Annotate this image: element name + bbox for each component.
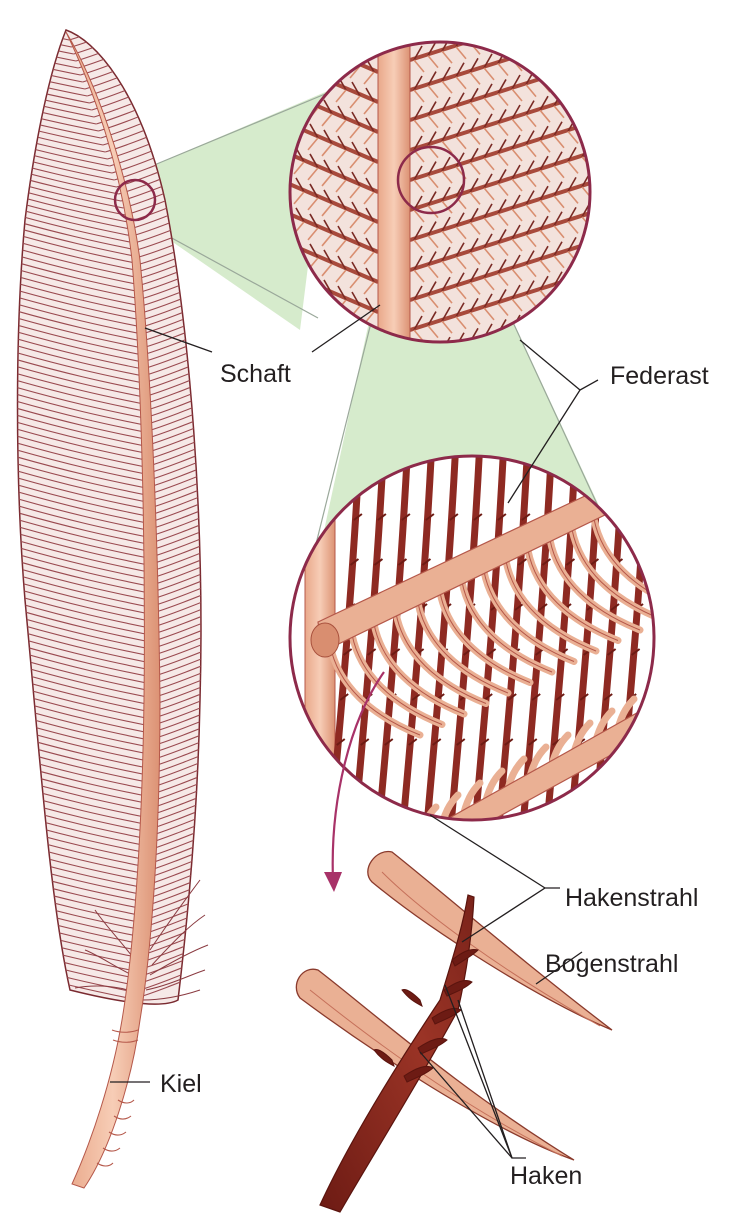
- label-bogenstrahl: Bogenstrahl: [545, 952, 678, 977]
- leader-haken-3: [445, 985, 512, 1158]
- label-federast: Federast: [610, 364, 709, 389]
- label-haken: Haken: [510, 1164, 582, 1189]
- zoom-circle-2: [290, 440, 706, 860]
- label-hakenstrahl: Hakenstrahl: [565, 886, 698, 911]
- leader-hakenstrahl-b: [430, 815, 545, 888]
- label-schaft: Schaft: [220, 362, 291, 387]
- label-kiel: Kiel: [160, 1072, 202, 1097]
- zoom-arrow-head: [324, 872, 342, 892]
- leader-haken-1: [420, 1052, 512, 1158]
